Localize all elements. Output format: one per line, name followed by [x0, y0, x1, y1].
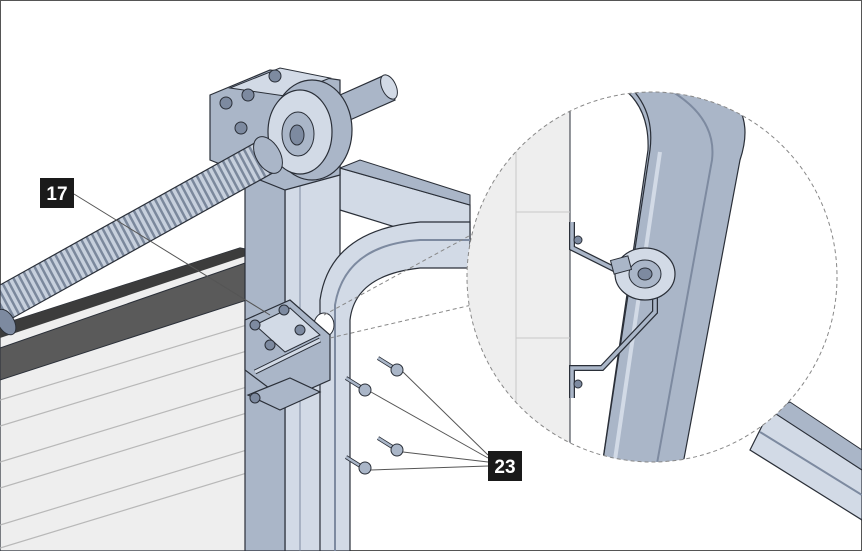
callout-17: 17 — [40, 178, 74, 208]
screw-2 — [344, 376, 372, 397]
callout-23: 23 — [488, 451, 522, 481]
lower-bracket — [244, 299, 331, 411]
leader-lines-23 — [370, 371, 489, 471]
leader-line-17 — [73, 193, 271, 316]
screws — [344, 356, 404, 475]
curved-track — [313, 221, 471, 551]
screw-3 — [376, 436, 404, 457]
screw-4 — [344, 455, 372, 475]
rail-segment-right — [749, 401, 862, 521]
screw-1 — [376, 356, 404, 377]
torsion-spring — [0, 136, 283, 336]
magnifier-guides — [323, 229, 481, 339]
cable-drum — [267, 79, 353, 181]
callout-23-label: 23 — [494, 457, 515, 478]
detail-magnifier — [466, 91, 838, 463]
callout-17-label: 17 — [46, 184, 67, 205]
door-panel — [0, 247, 291, 551]
